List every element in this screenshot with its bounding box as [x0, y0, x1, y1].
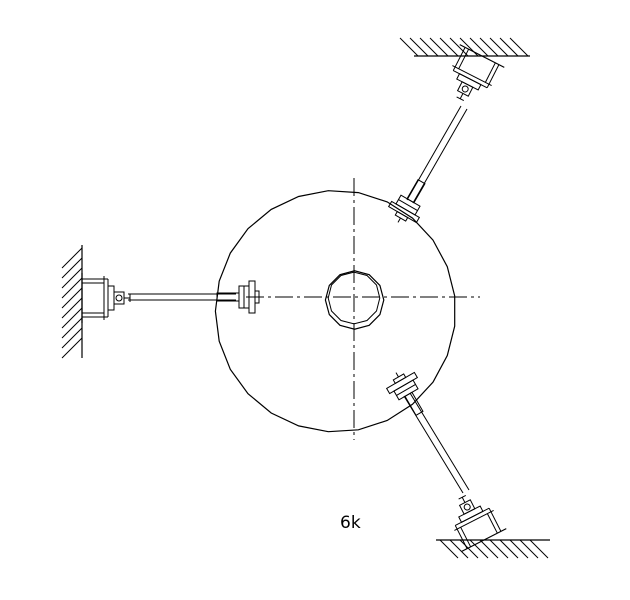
wall-left — [61, 245, 83, 359]
mount-top-right — [437, 44, 505, 111]
mount-bottom-right — [439, 485, 507, 552]
rod-top-right — [406, 105, 468, 204]
clamp-bottom-right — [381, 364, 434, 422]
mount-left — [81, 272, 131, 324]
central-ring — [214, 190, 456, 433]
diagram-label: 6k — [340, 513, 361, 533]
clamp-top-right — [383, 173, 436, 231]
wall-top-right — [399, 37, 530, 57]
rod-left — [128, 293, 236, 301]
wall-bottom-right — [436, 539, 550, 559]
rod-bottom-right — [403, 392, 470, 494]
inner-bore-outer — [324, 270, 385, 330]
